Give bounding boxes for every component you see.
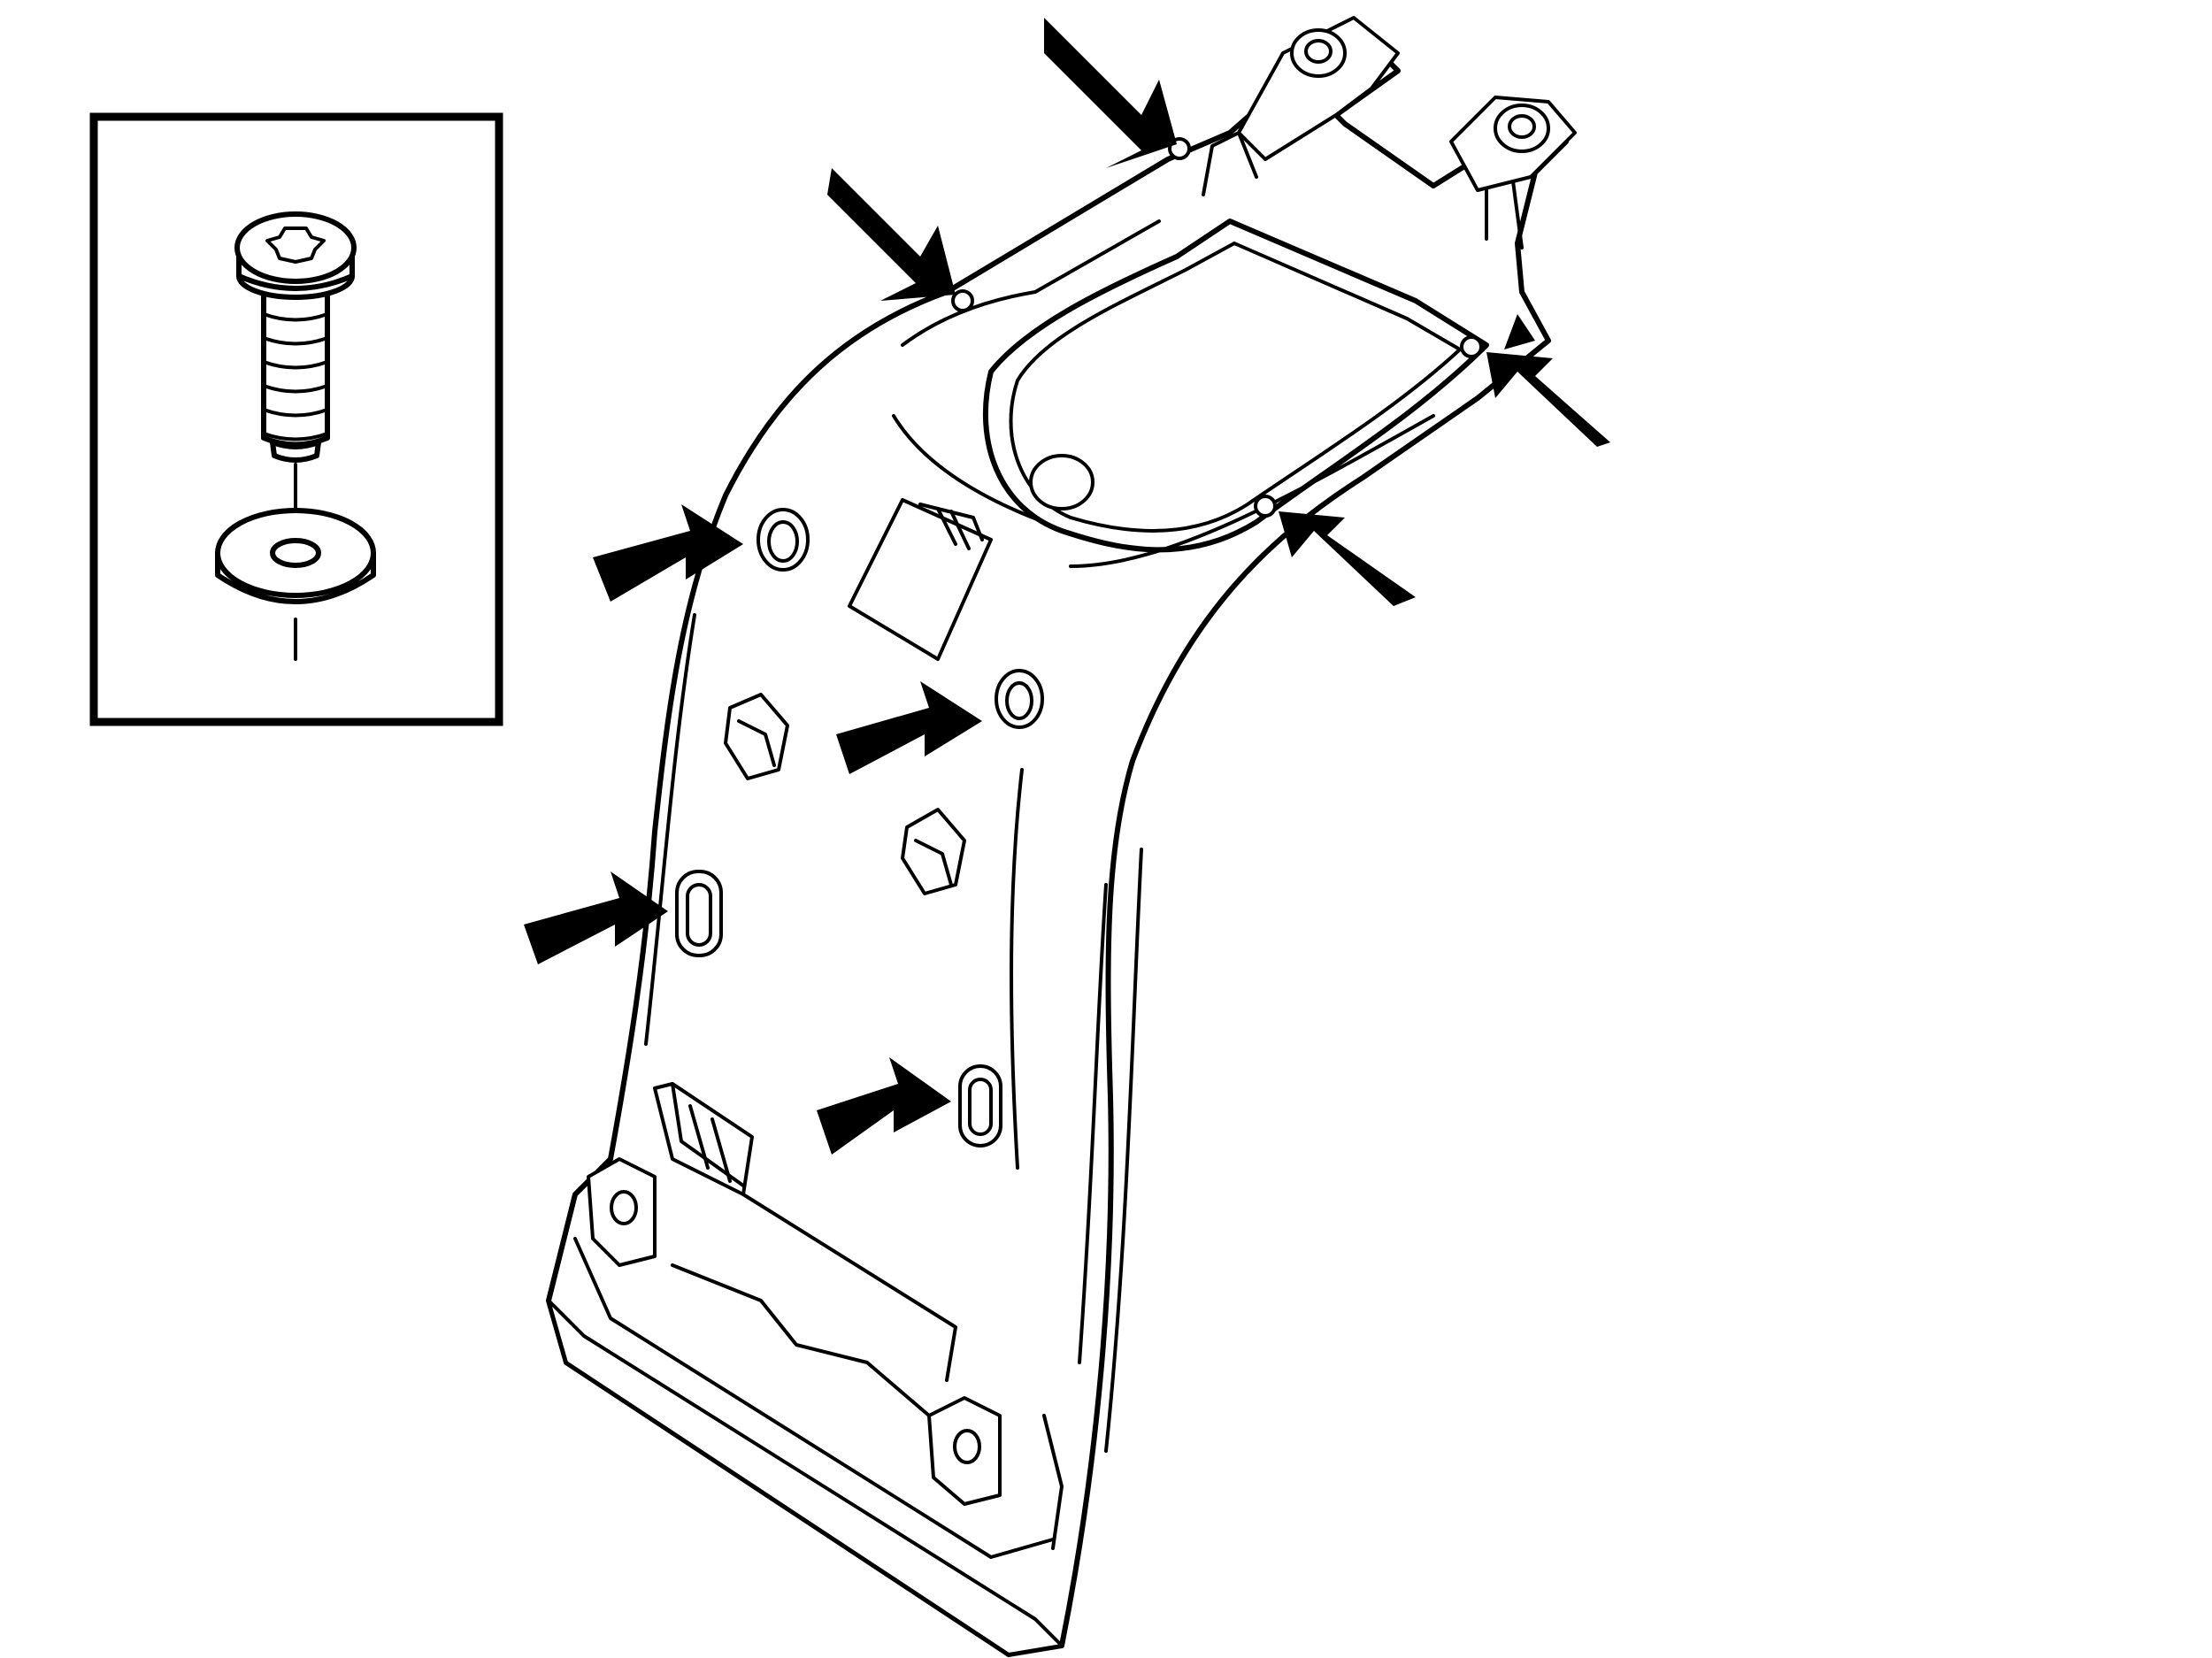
callout-arrows [524, 18, 1610, 1155]
callout-arrow-panel-left-lower-slot [524, 871, 668, 964]
callout-arrow-top-left-upper [1044, 18, 1177, 168]
bottom-lip [547, 1299, 1064, 1656]
torx-screw-icon [234, 211, 357, 661]
clip-point-right-upper [1460, 335, 1483, 358]
detail-inset [89, 112, 503, 726]
top-mount-tab-right [1449, 96, 1577, 192]
bottom-mount-tab-left [587, 1157, 657, 1267]
trim-panel-bracket [546, 16, 1577, 1657]
wire-connector [848, 498, 993, 661]
bottom-clip-housing-left [653, 1082, 754, 1196]
top-mount-tab-left [1237, 16, 1400, 161]
callout-arrow-panel-center-hole [836, 681, 982, 774]
clip-point-top-left-lower [951, 289, 974, 312]
flat-washer-icon [215, 508, 376, 604]
bottom-mount-tab-right [927, 1396, 1002, 1506]
panel-center-hole [995, 669, 1044, 729]
callout-arrow-right-lower [1279, 511, 1416, 606]
callout-arrow-top-rear-clip [1504, 314, 1535, 349]
callout-arrow-right-upper [1486, 352, 1610, 447]
callout-arrow-top-left-lower [827, 168, 956, 301]
callout-arrow-panel-lower-slot [817, 1057, 951, 1155]
clip-point-right-lower [1254, 495, 1277, 518]
top-opening [982, 219, 1489, 553]
callout-arrow-panel-left-upper-hole [593, 504, 743, 602]
